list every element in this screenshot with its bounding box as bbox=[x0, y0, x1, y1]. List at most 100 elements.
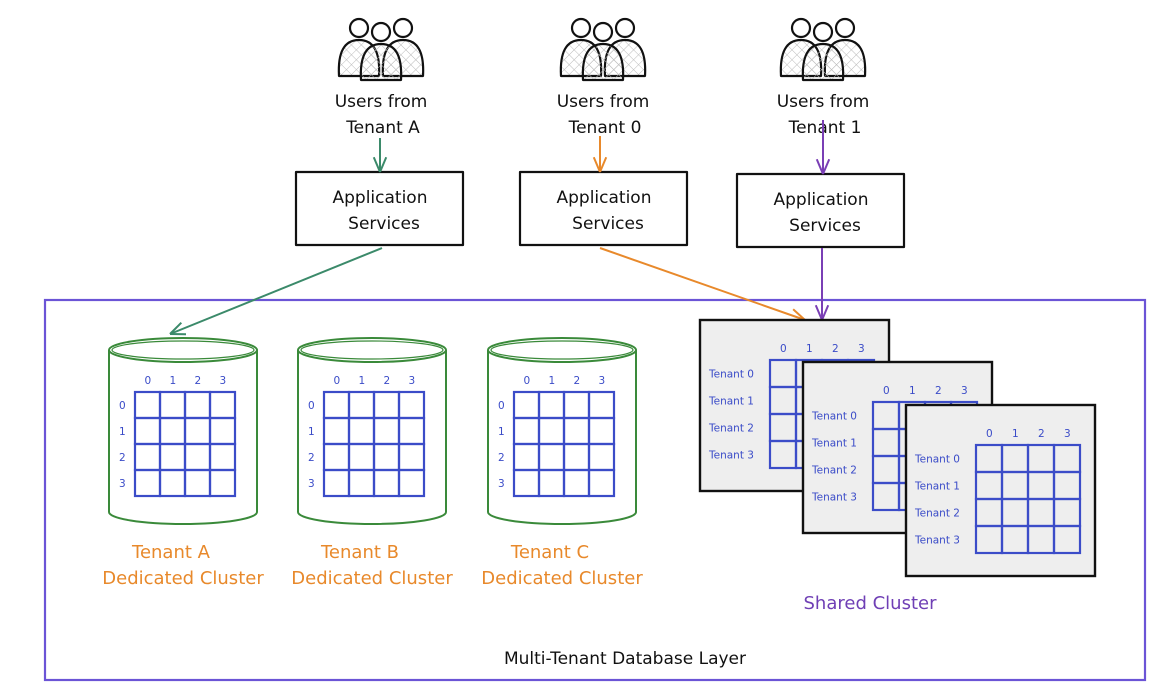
grid-column-label: 3 bbox=[858, 343, 865, 355]
grid-column-label: 3 bbox=[220, 375, 227, 387]
grid-cell bbox=[587, 468, 616, 498]
grid-cell bbox=[208, 468, 237, 498]
grid-row-label: Tenant 0 bbox=[811, 411, 857, 423]
grid-row-label: 0 bbox=[498, 400, 505, 412]
grid-row-label: Tenant 0 bbox=[708, 369, 754, 381]
cluster-label-line1: Tenant A bbox=[131, 542, 211, 563]
grid-row-label: 1 bbox=[498, 426, 505, 438]
shared-cluster-label: Shared Cluster bbox=[804, 593, 938, 614]
grid-column-label: 0 bbox=[145, 375, 152, 387]
grid-row-label: 0 bbox=[119, 400, 126, 412]
app-label-line1: Application bbox=[557, 188, 652, 208]
grid-row-label: 3 bbox=[498, 478, 505, 490]
grid-column-label: 2 bbox=[832, 343, 839, 355]
grid-column-label: 0 bbox=[524, 375, 531, 387]
grid-column-label: 0 bbox=[780, 343, 787, 355]
user-group-label-line1: Users from bbox=[777, 92, 870, 112]
database-layer-boundary bbox=[43, 298, 1147, 682]
arrow-app-to-shared-cluster-1 bbox=[814, 248, 830, 321]
grid-row-label: 0 bbox=[308, 400, 315, 412]
user-group-label-line1: Users from bbox=[335, 92, 428, 112]
layer-label: Multi-Tenant Database Layer bbox=[504, 649, 746, 669]
grid-row-label: 2 bbox=[498, 452, 505, 464]
user-group-label-line1: Users from bbox=[557, 92, 650, 112]
grid-column-label: 3 bbox=[1064, 428, 1071, 440]
grid-column-label: 2 bbox=[384, 375, 391, 387]
grid-row-label: Tenant 0 bbox=[914, 454, 960, 466]
user-group-label-line2: Tenant 1 bbox=[788, 118, 862, 138]
cylinder-icon bbox=[487, 350, 637, 525]
users-group-icon bbox=[337, 17, 425, 82]
app-label-line2: Services bbox=[789, 216, 861, 236]
partition-grid: 0 1 2 3 0 1 2 3 bbox=[308, 375, 426, 498]
cluster-label-line1: Tenant B bbox=[320, 542, 399, 563]
grid-column-label: 1 bbox=[806, 343, 813, 355]
grid-column-label: 0 bbox=[986, 428, 993, 440]
grid-column-label: 3 bbox=[599, 375, 606, 387]
grid-column-label: 1 bbox=[170, 375, 177, 387]
grid-column-label: 1 bbox=[1012, 428, 1019, 440]
grid-row-label: Tenant 2 bbox=[708, 423, 754, 435]
user-group-label-line2: Tenant 0 bbox=[568, 118, 642, 138]
grid-column-label: 2 bbox=[195, 375, 202, 387]
grid-row-label: 1 bbox=[308, 426, 315, 438]
grid-row-label: 3 bbox=[308, 478, 315, 490]
grid-column-label: 2 bbox=[574, 375, 581, 387]
app-label-line2: Services bbox=[348, 214, 420, 234]
grid-row-label: Tenant 1 bbox=[708, 396, 754, 408]
grid-row-label: Tenant 3 bbox=[914, 535, 960, 547]
arrow-users-a-to-app bbox=[372, 138, 388, 173]
user-group-label-line2: Tenant A bbox=[345, 118, 420, 138]
cylinder-icon bbox=[108, 350, 258, 525]
cluster-label-line2: Dedicated Cluster bbox=[102, 568, 264, 589]
cluster-label-line2: Dedicated Cluster bbox=[291, 568, 453, 589]
grid-cell bbox=[1052, 524, 1082, 555]
grid-column-label: 3 bbox=[409, 375, 416, 387]
partition-grid: 0 1 2 3 0 1 2 3 bbox=[119, 375, 237, 498]
app-label-line1: Application bbox=[774, 190, 869, 210]
grid-column-label: 2 bbox=[935, 385, 942, 397]
grid-row-label: Tenant 2 bbox=[914, 508, 960, 520]
partition-grid: 0 1 2 3 0 1 2 3 bbox=[498, 375, 616, 498]
grid-column-label: 0 bbox=[334, 375, 341, 387]
grid-row-label: Tenant 2 bbox=[811, 465, 857, 477]
grid-row-label: 2 bbox=[119, 452, 126, 464]
grid-row-label: 2 bbox=[308, 452, 315, 464]
grid-column-label: 1 bbox=[359, 375, 366, 387]
arrow-app-to-shared-cluster-0 bbox=[599, 247, 806, 322]
grid-row-label: Tenant 1 bbox=[914, 481, 960, 493]
grid-row-label: Tenant 1 bbox=[811, 438, 857, 450]
arrow-users-1-to-app bbox=[815, 120, 831, 175]
cluster-label-line1: Tenant C bbox=[510, 542, 589, 563]
grid-column-label: 3 bbox=[961, 385, 968, 397]
grid-row-label: 3 bbox=[119, 478, 126, 490]
cylinder-icon bbox=[297, 350, 447, 525]
users-group-icon bbox=[779, 17, 867, 82]
grid-cell bbox=[397, 468, 426, 498]
grid-column-label: 1 bbox=[549, 375, 556, 387]
grid-column-label: 0 bbox=[883, 385, 890, 397]
app-label-line2: Services bbox=[572, 214, 644, 234]
arrow-app-to-tenant-a-cluster bbox=[169, 247, 383, 336]
users-group-icon bbox=[559, 17, 647, 82]
grid-column-label: 2 bbox=[1038, 428, 1045, 440]
grid-row-label: Tenant 3 bbox=[811, 492, 857, 504]
grid-row-label: 1 bbox=[119, 426, 126, 438]
arrow-users-0-to-app bbox=[592, 136, 608, 173]
app-label-line1: Application bbox=[333, 188, 428, 208]
grid-column-label: 1 bbox=[909, 385, 916, 397]
grid-row-label: Tenant 3 bbox=[708, 450, 754, 462]
cluster-label-line2: Dedicated Cluster bbox=[481, 568, 643, 589]
